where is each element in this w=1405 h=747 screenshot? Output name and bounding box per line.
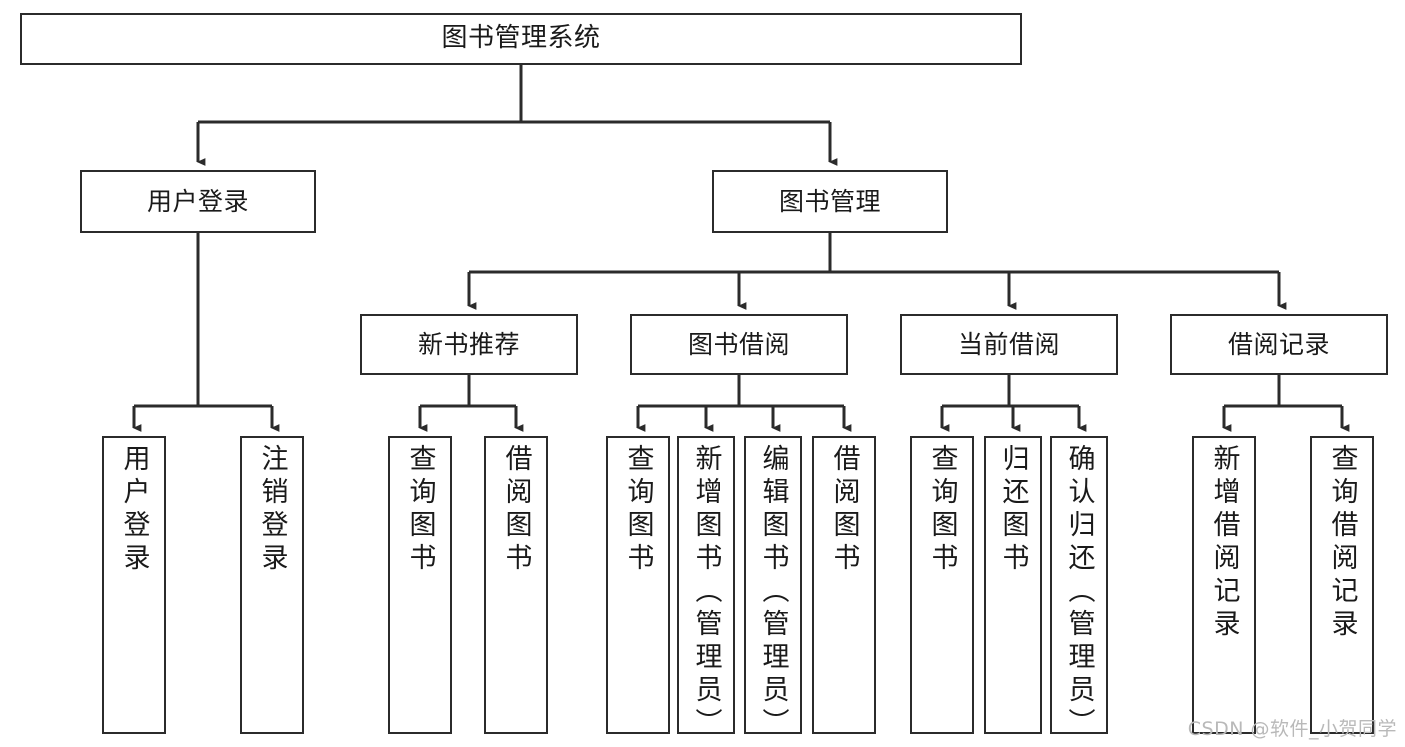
node-label: 图书借阅: [687, 329, 790, 359]
node-label: 图书管理: [778, 186, 881, 216]
node-leaf-add-book[interactable]: 新增图书（管理员）: [677, 436, 735, 741]
node-label: 借阅记录: [1227, 329, 1330, 359]
node-label: 用户登录: [118, 444, 150, 576]
node-label: 新书推荐: [417, 329, 520, 359]
node-new-book-recommend[interactable]: 新书推荐: [360, 314, 578, 375]
node-label: 归还图书: [997, 444, 1029, 576]
node-leaf-query-book-2[interactable]: 查询图书: [606, 436, 670, 734]
node-borrow-record[interactable]: 借阅记录: [1170, 314, 1388, 375]
node-book-manage[interactable]: 图书管理: [712, 170, 948, 233]
node-leaf-logout-login[interactable]: 注销登录: [240, 436, 304, 734]
node-leaf-add-record[interactable]: 新增借阅记录: [1192, 436, 1256, 734]
node-label: 查询图书: [926, 444, 958, 576]
node-leaf-borrow-book-2[interactable]: 借阅图书: [812, 436, 876, 734]
node-leaf-query-book-3[interactable]: 查询图书: [910, 436, 974, 734]
node-label: 新增借阅记录: [1208, 444, 1240, 642]
node-current-borrow[interactable]: 当前借阅: [900, 314, 1118, 375]
node-label: 确认归还（管理员）: [1063, 444, 1095, 741]
node-leaf-user-login[interactable]: 用户登录: [102, 436, 166, 734]
node-root-book-management-system[interactable]: 图书管理系统: [20, 13, 1022, 65]
node-label: 借阅图书: [500, 444, 532, 576]
node-book-borrow[interactable]: 图书借阅: [630, 314, 848, 375]
node-label: 图书管理系统: [441, 23, 601, 54]
node-leaf-query-book-1[interactable]: 查询图书: [388, 436, 452, 734]
node-leaf-borrow-book-1[interactable]: 借阅图书: [484, 436, 548, 734]
node-user-login[interactable]: 用户登录: [80, 170, 316, 233]
node-label: 当前借阅: [957, 329, 1060, 359]
node-label: 查询借阅记录: [1326, 444, 1358, 642]
watermark-text: CSDN @软件_小贺同学: [1187, 718, 1397, 740]
node-leaf-return-book[interactable]: 归还图书: [984, 436, 1042, 734]
node-label: 查询图书: [404, 444, 436, 576]
node-label: 用户登录: [146, 186, 249, 216]
node-leaf-confirm-return[interactable]: 确认归还（管理员）: [1050, 436, 1108, 741]
node-label: 借阅图书: [828, 444, 860, 576]
node-label: 编辑图书（管理员）: [757, 444, 789, 741]
node-label: 查询图书: [622, 444, 654, 576]
node-leaf-edit-book[interactable]: 编辑图书（管理员）: [744, 436, 802, 741]
node-leaf-query-record[interactable]: 查询借阅记录: [1310, 436, 1374, 734]
node-label: 新增图书（管理员）: [690, 444, 722, 741]
node-label: 注销登录: [256, 444, 288, 576]
